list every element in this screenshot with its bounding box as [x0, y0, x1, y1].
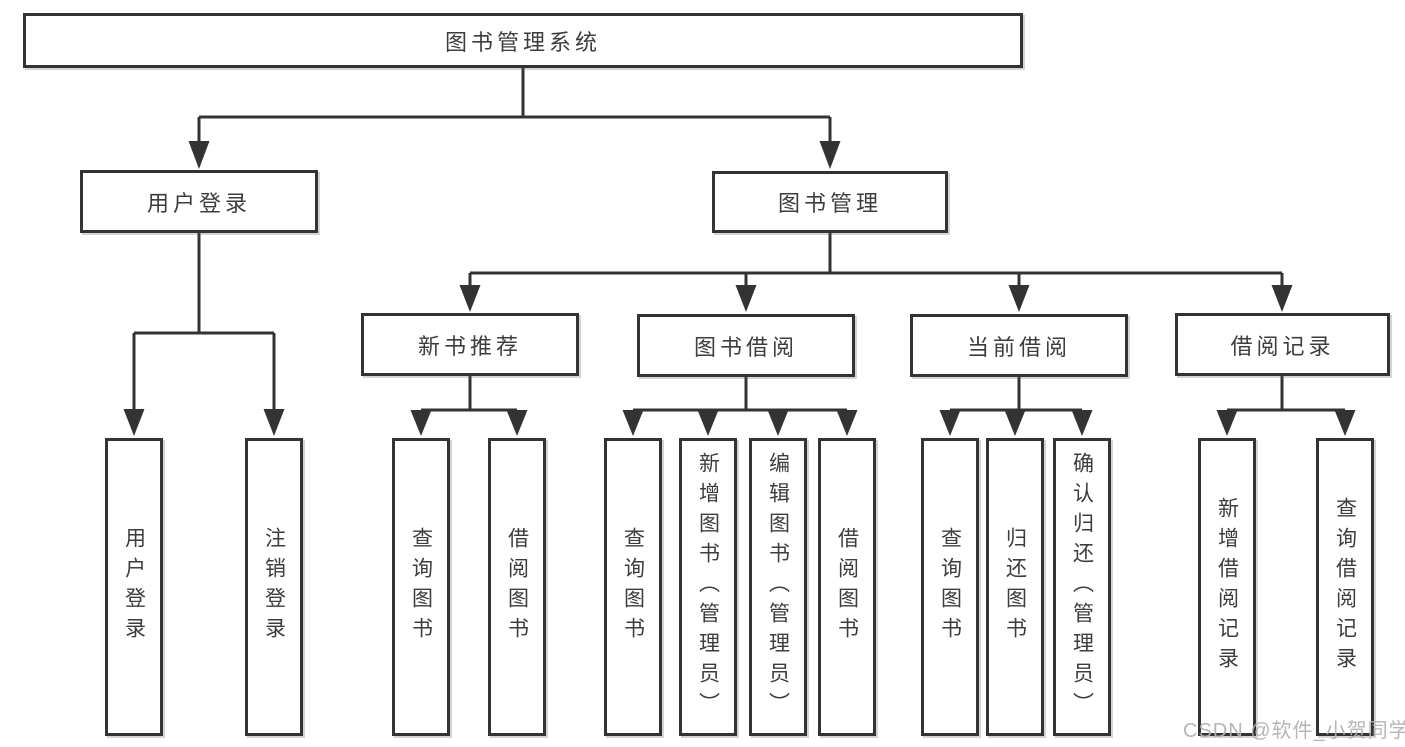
- connector-root-to-level2: [197, 68, 832, 142]
- node-leaf-borrow-books-recommend-label: 借阅图书: [505, 527, 529, 647]
- node-leaf-query-books-recommend-label: 查询图书: [409, 527, 433, 647]
- arrowhead: [819, 141, 841, 169]
- connector-user-login-to-leaves: [132, 233, 276, 410]
- connector-book-management-to-level3: [468, 233, 1284, 287]
- arrowhead: [836, 410, 858, 436]
- arrowhead: [1216, 410, 1238, 436]
- node-leaf-user-login-action-label: 用户登录: [122, 527, 146, 647]
- node-borrowing-records: 借阅记录: [1175, 313, 1390, 376]
- node-leaf-query-books-borrowing-label: 查询图书: [621, 527, 645, 647]
- node-book-management: 图书管理: [712, 171, 948, 233]
- node-leaf-return-books-label: 归还图书: [1003, 527, 1027, 647]
- node-leaf-add-borrow-record: 新增借阅记录: [1198, 438, 1256, 736]
- node-leaf-query-borrow-record-label: 查询借阅记录: [1333, 497, 1357, 677]
- node-leaf-edit-books-admin-label: 编辑图书（管理员）: [766, 452, 790, 722]
- node-leaf-query-books-borrowing: 查询图书: [604, 438, 662, 736]
- node-new-book-recommend-label: 新书推荐: [417, 333, 522, 359]
- node-user-login-label: 用户登录: [146, 190, 251, 216]
- arrowhead: [622, 410, 644, 436]
- node-current-borrowing-label: 当前借阅: [966, 334, 1071, 360]
- node-leaf-query-books-current: 查询图书: [921, 438, 979, 736]
- node-leaf-confirm-return-admin: 确认归还（管理员）: [1053, 438, 1111, 736]
- node-system-root-label: 图书管理系统: [444, 29, 601, 55]
- arrowhead: [1334, 410, 1356, 436]
- arrowhead: [767, 410, 789, 436]
- node-system-root: 图书管理系统: [23, 13, 1023, 68]
- arrowhead: [506, 410, 528, 436]
- connector-current-borrowing-to-leaves: [948, 377, 1084, 413]
- connector-book-borrowing-to-leaves: [631, 377, 849, 413]
- arrowheads: [123, 141, 1356, 436]
- node-leaf-add-books-admin: 新增图书（管理员）: [679, 438, 737, 736]
- arrowhead: [1071, 410, 1093, 436]
- arrowhead: [410, 410, 432, 436]
- arrowhead: [697, 410, 719, 436]
- arrowhead: [1008, 285, 1030, 312]
- node-current-borrowing: 当前借阅: [910, 314, 1128, 377]
- arrowhead: [1271, 285, 1293, 312]
- node-leaf-borrow-books: 借阅图书: [818, 438, 876, 736]
- node-leaf-query-books-recommend: 查询图书: [392, 438, 450, 736]
- node-leaf-confirm-return-admin-label: 确认归还（管理员）: [1070, 452, 1094, 722]
- node-leaf-add-borrow-record-label: 新增借阅记录: [1215, 497, 1239, 677]
- node-leaf-return-books: 归还图书: [986, 438, 1044, 736]
- node-book-borrowing-label: 图书借阅: [693, 334, 798, 360]
- node-leaf-user-login-action: 用户登录: [105, 438, 163, 736]
- node-leaf-borrow-books-label: 借阅图书: [835, 527, 859, 647]
- node-leaf-query-books-current-label: 查询图书: [938, 527, 962, 647]
- connector-new-book-to-leaves: [419, 376, 519, 413]
- watermark: CSDN @软件_小贺同学: [1183, 720, 1405, 742]
- node-leaf-edit-books-admin: 编辑图书（管理员）: [749, 438, 807, 736]
- arrowhead: [188, 141, 210, 169]
- node-leaf-logout: 注销登录: [245, 438, 303, 736]
- node-borrowing-records-label: 借阅记录: [1230, 333, 1335, 359]
- arrowhead: [123, 409, 145, 436]
- arrowhead: [263, 409, 285, 436]
- node-leaf-add-books-admin-label: 新增图书（管理员）: [696, 452, 720, 722]
- node-book-borrowing: 图书借阅: [637, 314, 855, 377]
- node-leaf-borrow-books-recommend: 借阅图书: [488, 438, 546, 736]
- node-new-book-recommend: 新书推荐: [361, 313, 579, 376]
- arrowhead: [939, 410, 961, 436]
- arrowhead: [735, 285, 757, 312]
- node-leaf-query-borrow-record: 查询借阅记录: [1316, 438, 1374, 736]
- node-book-management-label: 图书管理: [777, 191, 882, 216]
- node-leaf-logout-label: 注销登录: [262, 527, 286, 647]
- node-user-login: 用户登录: [80, 170, 318, 233]
- arrowhead: [1004, 410, 1026, 436]
- arrowhead: [459, 285, 481, 312]
- connector-borrowing-records-to-leaves: [1225, 376, 1347, 413]
